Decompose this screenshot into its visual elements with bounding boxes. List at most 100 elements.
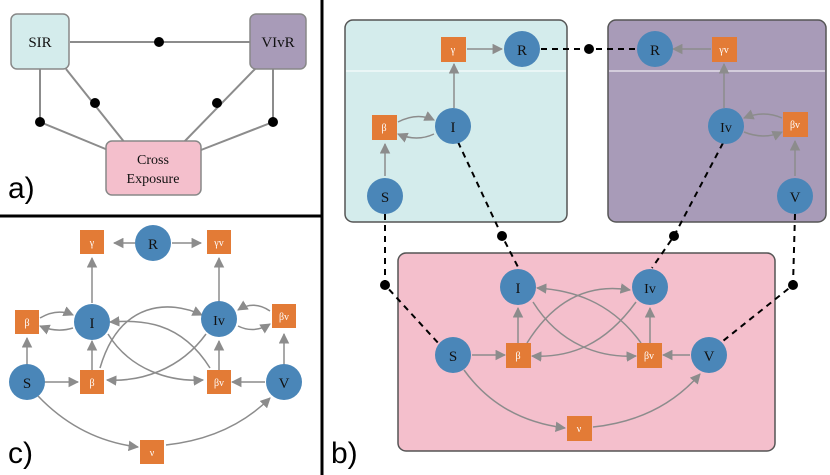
node-i-sir bbox=[435, 108, 471, 144]
edge-s-nu-cross bbox=[463, 369, 567, 433]
rate-beta-label-sir: β bbox=[381, 123, 386, 134]
node-i-label-sir: I bbox=[451, 120, 456, 136]
cross-label-line1: Cross bbox=[137, 153, 169, 168]
panel-b: γ β γv βv β βv ν R I S R Iv V I Iv S bbox=[331, 19, 827, 470]
node-v-cross bbox=[691, 337, 727, 373]
edge-betav-i-cross bbox=[535, 283, 642, 344]
rate-gammav-label-vivr: γv bbox=[718, 45, 728, 56]
node-i-cross bbox=[500, 269, 536, 305]
rate-gammav-label: γv bbox=[213, 238, 223, 249]
edge-iv-beta-cross bbox=[530, 301, 637, 362]
edge-beta-i-sir bbox=[397, 111, 435, 123]
node-iv-vivr bbox=[708, 108, 744, 144]
edge-iv-betav-vivr bbox=[743, 131, 783, 141]
rate-beta2-box bbox=[80, 370, 104, 394]
panel-label-a: a) bbox=[8, 172, 35, 205]
panel-label-c: c) bbox=[8, 437, 33, 470]
edge-i-betav-cross bbox=[532, 301, 638, 362]
edge-i-beta-sir bbox=[397, 132, 435, 143]
edge-s-nu bbox=[37, 395, 140, 452]
edge-betav-iv-top bbox=[237, 300, 271, 312]
edge-beta-i-top bbox=[39, 306, 74, 319]
node-v-vivr bbox=[777, 178, 813, 214]
rate-betav-box-vivr bbox=[783, 112, 808, 137]
node-v-label-vivr: V bbox=[790, 190, 801, 206]
node-s-cross bbox=[435, 337, 471, 373]
vivr-label: VIvR bbox=[261, 35, 294, 51]
node-i bbox=[74, 304, 110, 340]
junction-dot bbox=[35, 117, 45, 127]
node-iv-cross bbox=[632, 269, 668, 305]
node-i-label-cross: I bbox=[516, 281, 521, 297]
sir-label: SIR bbox=[28, 35, 51, 51]
rate-betav2-label: βv bbox=[214, 378, 224, 389]
cross-group-box bbox=[397, 252, 776, 452]
node-s-label-cross: S bbox=[449, 349, 457, 365]
node-v-label: V bbox=[279, 376, 290, 392]
edge-beta2-iv bbox=[99, 306, 203, 369]
edge-iv-beta2 bbox=[105, 333, 207, 386]
node-s-label: S bbox=[23, 376, 31, 392]
edge-nu-v bbox=[165, 397, 271, 446]
node-r-label-vivr: R bbox=[650, 43, 660, 59]
junction-dot bbox=[212, 98, 222, 108]
rate-gamma-box bbox=[80, 230, 104, 254]
edge-vivr-cross-right bbox=[200, 69, 274, 151]
rate-gamma-box-sir bbox=[441, 37, 466, 62]
rate-beta-label: β bbox=[24, 318, 29, 329]
edge-iv-betav-bottom bbox=[237, 323, 271, 334]
junction-dot bbox=[788, 280, 798, 290]
edge-betav2-i bbox=[108, 316, 211, 369]
rate-betav-label: βv bbox=[279, 312, 289, 323]
node-r bbox=[135, 225, 171, 261]
rate-nu-box bbox=[140, 440, 164, 464]
node-v bbox=[266, 364, 302, 400]
rate-beta-box-sir bbox=[372, 115, 397, 140]
node-r-vivr bbox=[637, 31, 673, 67]
sir-box bbox=[10, 13, 70, 70]
rate-beta-box-cross bbox=[506, 343, 531, 368]
node-s-sir bbox=[367, 178, 403, 214]
edge-beta-iv-cross bbox=[526, 283, 632, 344]
panel-c: γ γv β βv β βv ν R I Iv S V c) bbox=[8, 225, 302, 470]
rate-betav-box bbox=[272, 304, 296, 328]
cross-label-line2: Exposure bbox=[127, 172, 180, 187]
junction-dot bbox=[584, 44, 594, 54]
node-r-label-sir: R bbox=[517, 43, 527, 59]
rate-betav-label-vivr: βv bbox=[790, 120, 800, 131]
panel-label-b: b) bbox=[331, 437, 358, 470]
rate-gammav-box-vivr bbox=[712, 37, 737, 62]
rate-beta-label-cross: β bbox=[515, 351, 520, 362]
junction-dot bbox=[380, 280, 390, 290]
edge-nu-v-cross bbox=[592, 373, 701, 428]
rate-beta2-label: β bbox=[89, 378, 94, 389]
rate-betav-label-cross: βv bbox=[644, 351, 654, 362]
rate-nu-label-cross: ν bbox=[577, 424, 582, 435]
node-i-label: I bbox=[90, 316, 95, 332]
cross-exposure-box bbox=[105, 140, 202, 196]
node-iv-label-cross: Iv bbox=[644, 282, 656, 297]
rate-betav2-box bbox=[207, 370, 231, 394]
vivr-box bbox=[249, 13, 307, 70]
node-s bbox=[9, 364, 45, 400]
node-v-label-cross: V bbox=[704, 349, 715, 365]
rate-nu-box-cross bbox=[567, 416, 592, 441]
junction-dot bbox=[268, 117, 278, 127]
node-s-label-sir: S bbox=[381, 190, 389, 206]
rate-beta-box bbox=[15, 310, 39, 334]
junction-dot bbox=[497, 231, 507, 241]
node-iv-label-vivr: Iv bbox=[720, 121, 732, 136]
junction-dot bbox=[669, 231, 679, 241]
rate-gamma-label-sir: γ bbox=[450, 45, 456, 56]
junction-dot bbox=[154, 37, 164, 47]
edge-betav-iv-vivr bbox=[743, 109, 783, 120]
rate-gamma-label: γ bbox=[89, 238, 95, 249]
panel-a: SIR VIvR Cross Exposure a) bbox=[8, 13, 307, 205]
node-iv bbox=[201, 301, 237, 337]
node-r-label: R bbox=[148, 237, 158, 253]
rate-gammav-box bbox=[207, 230, 231, 254]
rate-betav-box-cross bbox=[637, 343, 662, 368]
node-iv-label: Iv bbox=[213, 314, 225, 329]
